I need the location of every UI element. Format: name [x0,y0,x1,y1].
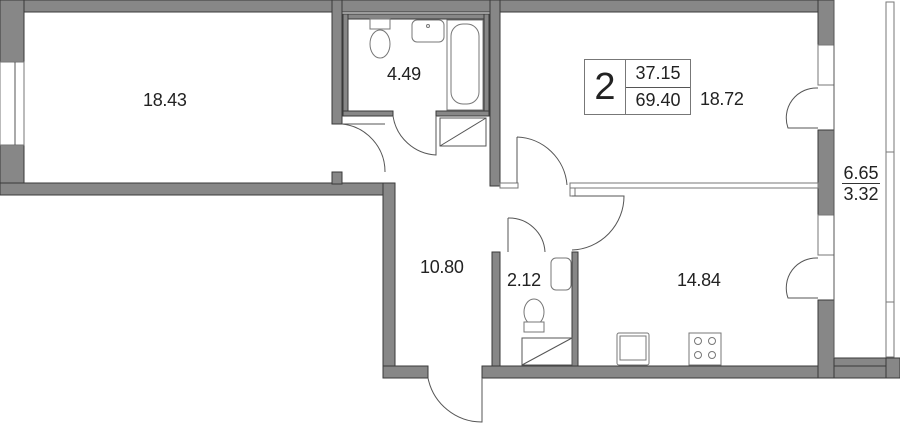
room-area-kitchen: 14.84 [677,270,721,290]
room-area-toilet: 2.12 [507,270,541,290]
walls [0,0,900,379]
rooms-count: 2 [585,60,626,114]
toilet-small-icon [523,298,545,333]
room-area-living: 18.72 [700,89,744,109]
stove-icon [688,332,722,366]
hatched-partition [499,182,819,197]
room-area-bathroom: 4.49 [387,64,421,84]
sink-small-icon [550,257,572,291]
kitchen-sink-icon [616,332,650,366]
toilet-icon [369,18,391,59]
windows [0,0,895,358]
room-area-hallway: 10.80 [420,257,464,277]
living-area: 37.15 [626,60,690,88]
room-area-bedroom-left: 18.43 [143,90,187,110]
bathtub-icon [446,19,484,111]
apartment-summary-box: 2 37.15 69.40 [584,59,691,115]
balcony-area-reduced: 3.32 [843,184,879,204]
balcony-area: 6.65 3.32 [842,163,880,204]
total-area: 69.40 [635,90,681,111]
doors [341,87,819,423]
sink-icon [411,19,445,43]
fixtures [369,18,722,366]
balcony-area-full: 6.65 [842,163,880,184]
